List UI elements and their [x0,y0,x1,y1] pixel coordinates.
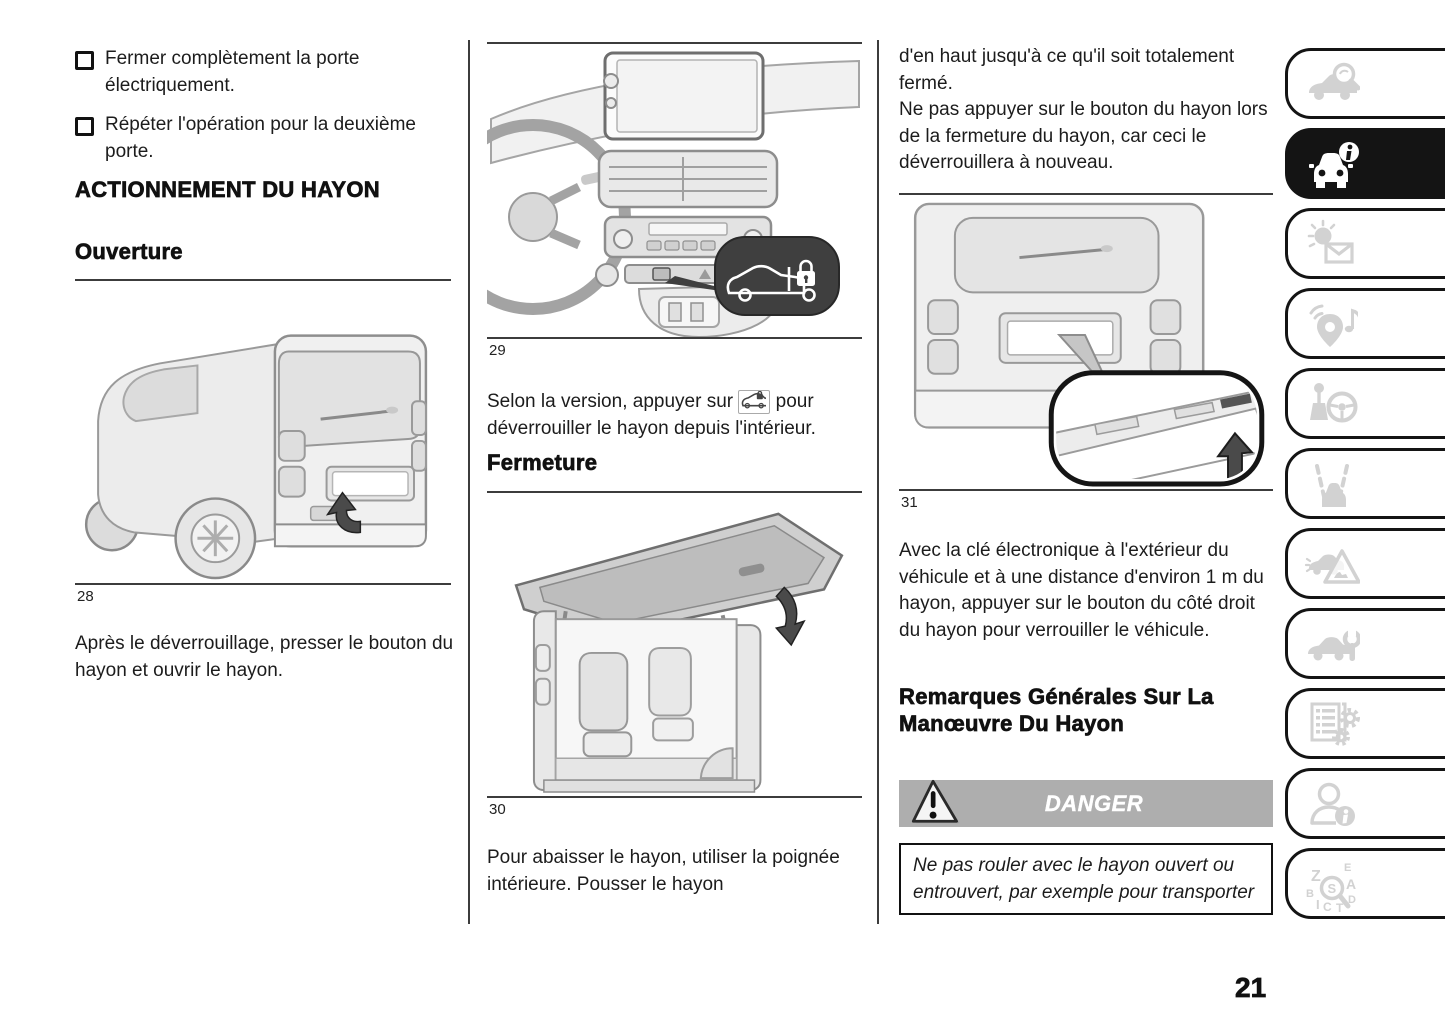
warning-lights-message-icon [1304,217,1360,273]
svg-text:D: D [1348,894,1356,906]
emergency-triangle-icon [1304,537,1361,593]
page-number: 21 [1235,972,1267,1004]
svg-text:S: S [1328,881,1337,896]
alphabetical-index-icon: Z E B A D I C T S [1304,857,1360,915]
svg-text:C: C [1323,900,1332,913]
checklist-text: Répéter l'opération pour la deuxième por… [105,114,416,162]
checkbox-icon [75,51,94,70]
paragraph: Pour abaisser le hayon, utiliser la poig… [487,847,840,895]
svg-text:T: T [1336,901,1344,913]
figure-rule [487,491,862,493]
danger-label: DANGER [1044,790,1144,816]
car-info-icon [1304,137,1360,193]
paragraph: Après le déverrouillage, presser le bout… [75,633,454,681]
figure-caption: 29 [489,342,506,359]
paragraph: d'en haut jusqu'à ce qu'il soit totaleme… [899,44,1281,177]
figure-31-tailgate-lock-button-callout [899,196,1273,487]
figure-rule [487,337,862,339]
technical-data-gears-icon [1304,697,1360,753]
tailgate-unlock-button-icon [738,390,772,414]
section-heading: ACTIONNEMENT DU HAYON [75,177,380,203]
figure-caption: 31 [901,494,918,511]
figure-caption: 30 [489,801,506,818]
column-divider [468,40,470,924]
figure-rule [899,193,1273,195]
figure-caption: 28 [77,588,94,605]
svg-text:A: A [1346,876,1356,892]
svg-text:I: I [1316,897,1320,912]
navigation-multimedia-icon [1304,297,1360,353]
sidebar-tab-servicing[interactable] [1285,608,1445,679]
svg-text:E: E [1344,862,1351,874]
sidebar-tab-warning-lights[interactable] [1285,208,1445,279]
paragraph: Avec la clé électronique à l'extérieur d… [899,540,1264,641]
column-divider [877,40,879,924]
paragraph: Selon la version, appuyer sur pour déver… [487,389,879,442]
sidebar-tab-emergency[interactable] [1285,528,1445,599]
person-info-icon [1304,777,1360,833]
sidebar-tab-driving-assistance[interactable] [1285,448,1445,519]
paragraph-line: Ne pas appuyer sur le bouton du hayon lo… [899,99,1268,173]
figure-28-van-rear-three-quarter [75,282,451,582]
checkbox-icon [75,117,94,136]
paragraph-line: d'en haut jusqu'à ce qu'il soit totaleme… [899,46,1235,94]
figure-rule [487,42,862,44]
subheading-ouverture: Ouverture [75,239,183,265]
gearshift-steering-wheel-icon [1304,377,1360,433]
figure-rule [899,489,1273,491]
sidebar-tab-multimedia-navigation[interactable] [1285,288,1445,359]
sidebar-tab-vehicle-overview[interactable] [1285,48,1445,119]
warning-triangle-icon [905,778,963,830]
sidebar-tab-alphabetical-index[interactable]: Z E B A D I C T S [1285,848,1445,919]
figure-rule [75,279,451,281]
car-magnifier-icon [1304,57,1361,113]
section-heading: Remarques Générales Sur La Manœuvre Du H… [899,684,1214,737]
subheading-fermeture: Fermeture [487,450,598,476]
figure-29-dashboard-unlock-button [435,45,862,339]
checklist-item: Fermer complètement la porte électriquem… [75,46,467,99]
svg-text:B: B [1306,888,1314,900]
driving-lane-icon [1304,457,1360,513]
figure-rule [487,796,862,798]
sidebar-tab-technical-data[interactable] [1285,688,1445,759]
unlock-sentence-start: Selon la version, appuyer sur [487,391,734,412]
unlock-sentence-end: pour déverrouiller le hayon depuis l'int… [487,391,816,439]
figure-rule [75,583,451,585]
sidebar-tab-starting-driving[interactable] [1285,368,1445,439]
checklist-text: Fermer complètement la porte électriquem… [105,48,360,96]
sidebar-tab-customer-info[interactable] [1285,768,1445,839]
car-wrench-service-icon [1304,617,1362,673]
checklist-item: Répéter l'opération pour la deuxième por… [75,112,467,165]
svg-text:Z: Z [1311,868,1321,885]
figure-30-open-tailgate-inner-handle [487,494,862,794]
danger-banner: DANGER [899,778,1273,830]
sidebar-tab-knowing-vehicle-active[interactable] [1285,128,1445,199]
warning-box: Ne pas rouler avec le hayon ouvert ou en… [899,843,1273,915]
